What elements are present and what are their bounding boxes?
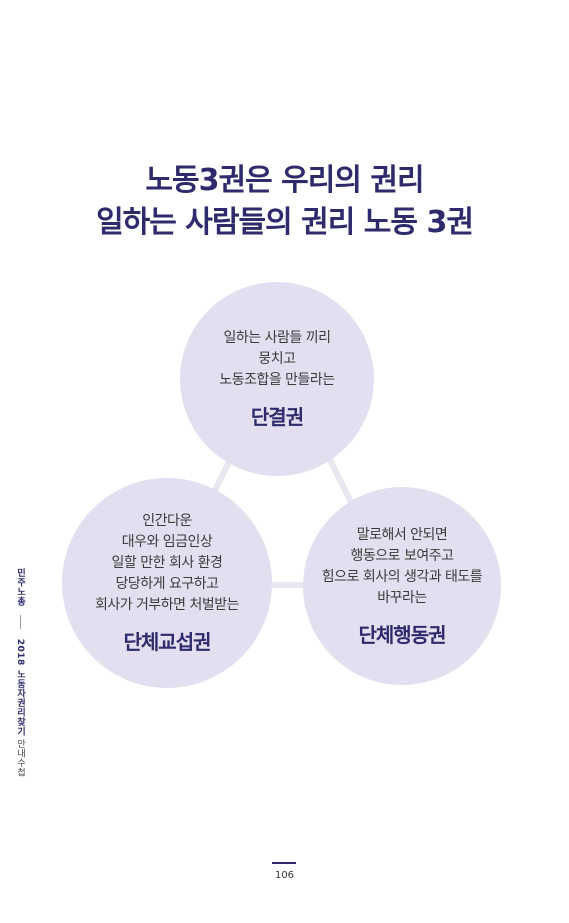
right-desc-line: 힘으로 회사의 생각과 태도를 — [321, 568, 483, 585]
side-running-head: 민주노총 2018 노동자권리찾기 안내수첩 — [14, 568, 27, 777]
book-subtitle: 안내수첩 — [15, 739, 25, 778]
right-desc-line: 바꾸라는 — [377, 589, 427, 606]
right-desc-line: 뭉치고 — [258, 351, 296, 367]
right-desc-line: 일하는 사람들 끼리 — [223, 330, 331, 346]
right-desc-line: 당당하게 요구하고 — [115, 576, 220, 592]
page-title: 노동3권은 우리의 권리 일하는 사람들의 권리 노동 3권 — [0, 160, 569, 244]
title-line-1: 노동3권은 우리의 권리 — [145, 163, 424, 198]
right-desc-line: 대우와 임금인상 — [121, 534, 213, 550]
right-desc-line: 행동으로 보여주고 — [350, 547, 455, 564]
union-logo: 민주노총 — [15, 568, 25, 606]
right-circle-action: 말로해서 안되면 행동으로 보여주고 힘으로 회사의 생각과 태도를 바꾸라는 … — [303, 487, 501, 685]
right-desc-line: 회사가 거부하면 처벌받는 — [94, 597, 240, 613]
divider — [19, 615, 21, 630]
right-name: 단결권 — [250, 405, 304, 429]
right-circle-solidarity: 일하는 사람들 끼리 뭉치고 노동조합을 만들라는 단결권 — [180, 282, 374, 476]
right-desc-line: 일할 만한 회사 환경 — [111, 555, 223, 571]
right-circle-bargaining: 인간다운 대우와 임금인상 일할 만한 회사 환경 당당하게 요구하고 회사가 … — [62, 478, 272, 688]
right-name: 단체행동권 — [358, 622, 447, 647]
right-desc-line: 말로해서 안되면 — [356, 526, 448, 543]
title-line-2: 일하는 사람들의 권리 노동 3권 — [96, 205, 474, 240]
right-name: 단체교섭권 — [123, 630, 212, 654]
book-title: 2018 노동자권리찾기 — [15, 638, 25, 736]
page-number-rule — [272, 862, 296, 864]
right-desc-line: 노동조합을 만들라는 — [219, 372, 335, 388]
page-number: 106 — [274, 870, 295, 881]
right-desc-line: 인간다운 — [142, 513, 192, 529]
